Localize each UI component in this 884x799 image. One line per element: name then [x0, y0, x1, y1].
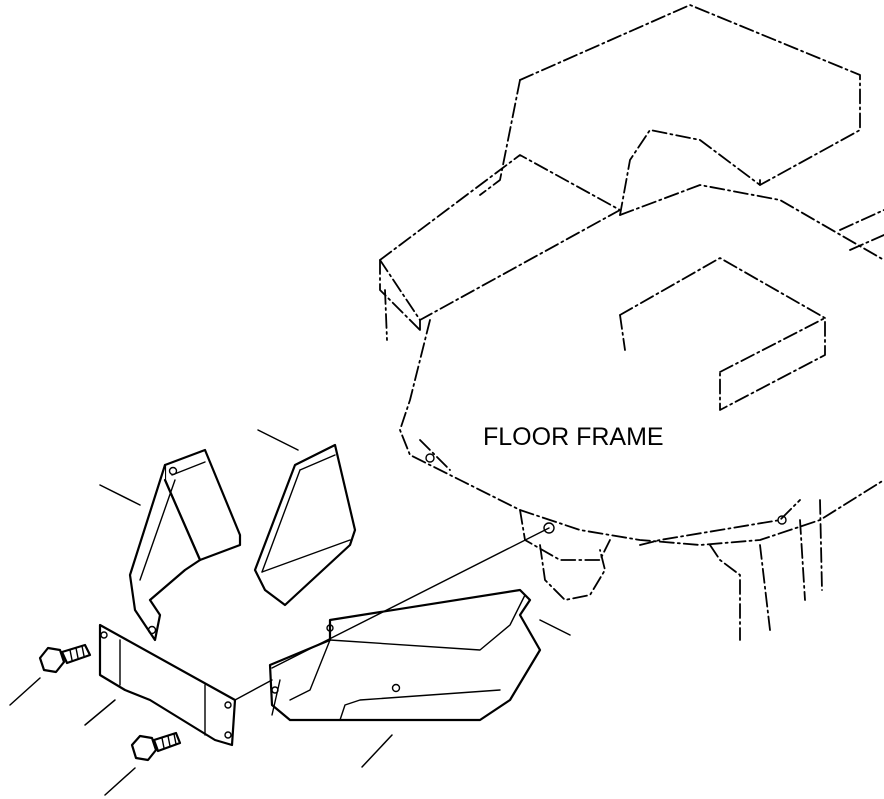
middle-cover-part [253, 443, 357, 607]
floor-frame-label: FLOOR FRAME [483, 423, 664, 451]
lower-long-cover-part [268, 588, 542, 722]
floor-frame-phantom [379, 4, 884, 641]
left-cover-part [128, 448, 242, 642]
upper-bolt [38, 643, 92, 674]
lower-bolt [130, 731, 182, 762]
leader-lines [9, 429, 571, 796]
flat-plate-part [98, 623, 237, 747]
